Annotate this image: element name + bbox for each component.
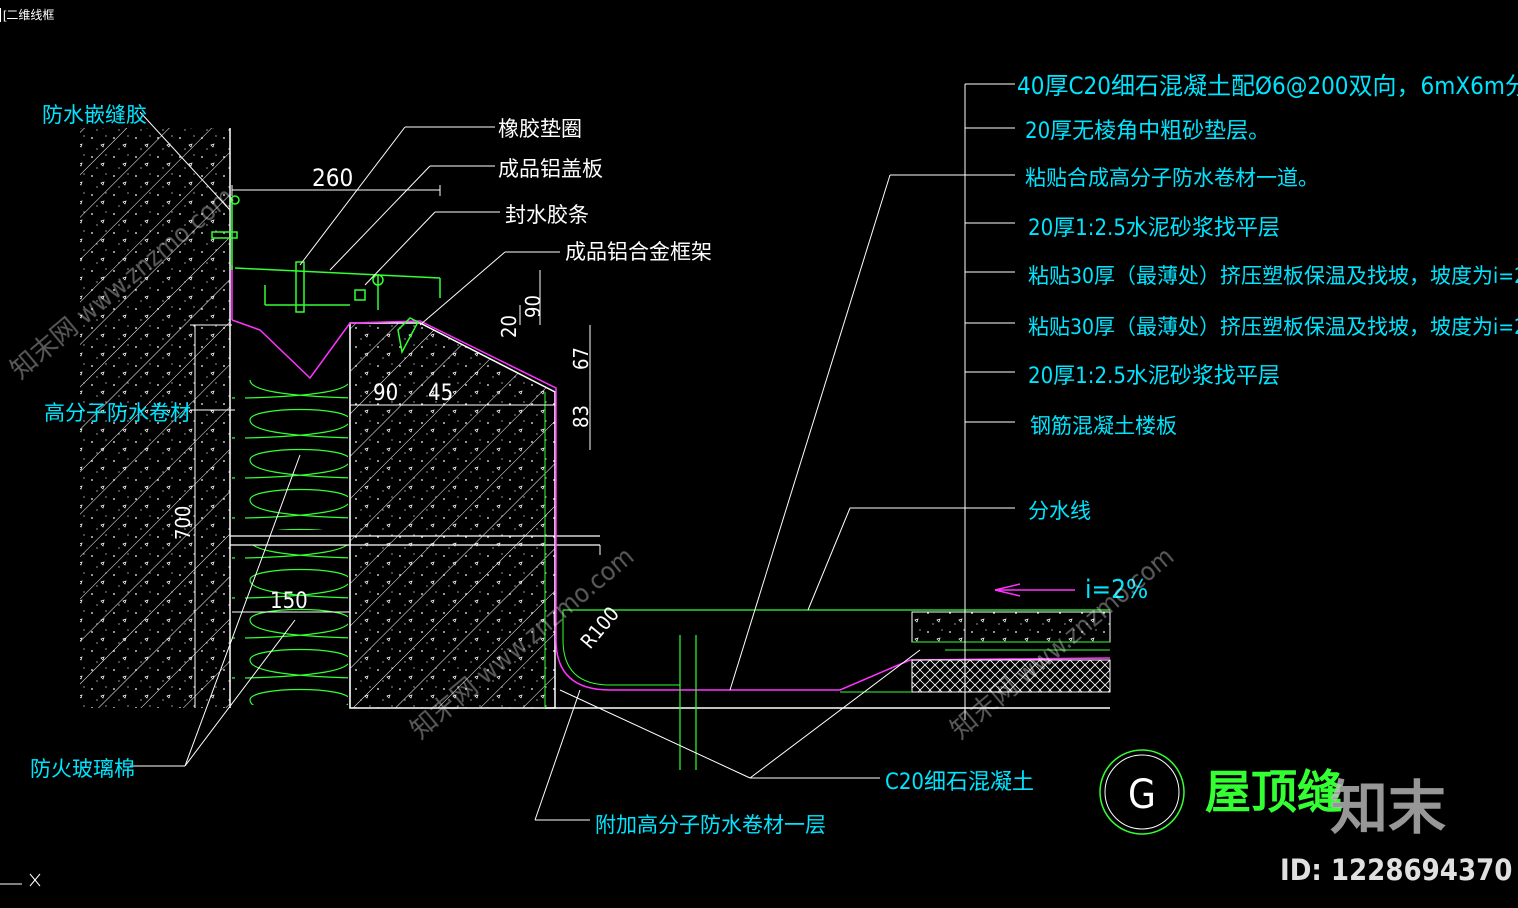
layer-label-6: 粘贴30厚（最薄处）挤压塑板保温及找坡，坡度为i=2%。 (1028, 315, 1518, 339)
slope-arrow (994, 583, 1075, 597)
label-alu-cover: 成品铝盖板 (498, 157, 603, 181)
watermark-id: ID: 1228694370 (1280, 853, 1512, 887)
layer-label-7: 20厚1:2.5水泥砂浆找平层 (1028, 364, 1280, 389)
svg-text:知末网 www.znzmo.com: 知末网 www.znzmo.com (945, 542, 1180, 746)
label-sealant: 防水嵌缝胶 (42, 103, 147, 127)
dim-45: 45 (428, 381, 453, 406)
waterproof-membrane (231, 265, 1111, 691)
layer-label-5: 粘贴30厚（最薄处）挤压塑板保温及找坡，坡度为i=2%。 (1028, 264, 1518, 288)
dimension-lines (190, 185, 591, 708)
ucs-icon (0, 873, 41, 887)
layer-label-3: 粘贴合成高分子防水卷材一道。 (1025, 166, 1319, 190)
layer-label-8: 钢筋混凝土楼板 (1030, 414, 1177, 438)
layer-label-2: 20厚无棱角中粗砂垫层。 (1025, 119, 1270, 144)
layer-label-9: 分水线 (1028, 499, 1091, 523)
label-rubber-gasket: 橡胶垫圈 (498, 117, 582, 141)
label-glass-wool: 防火玻璃棉 (30, 757, 135, 781)
label-c20-concrete: C20细石混凝土 (885, 770, 1034, 795)
slope-label: i=2% (1085, 575, 1148, 605)
dim-150: 150 (270, 589, 308, 614)
layer-label-1: 40厚C20细石混凝土配Ø6@200双向，6mX6m分仓 (1017, 72, 1518, 100)
dim-83: 83 (569, 405, 593, 428)
glass-wool-insulation (230, 323, 600, 708)
drawing-title: 屋顶缝 (1205, 765, 1343, 819)
label-extra-membrane: 附加高分子防水卷材一层 (595, 813, 826, 837)
watermark-brand: 知末 (1330, 774, 1446, 842)
roof-layers (544, 392, 1111, 770)
label-membrane: 高分子防水卷材 (44, 401, 191, 425)
title-symbol-letter: G (1128, 772, 1156, 818)
dim-700: 700 (171, 506, 195, 540)
alu-cover-assembly (211, 195, 441, 355)
layer-label-4: 20厚1:2.5水泥砂浆找平层 (1028, 216, 1280, 241)
dim-260: 260 (312, 164, 353, 192)
dim-90-vertical: 90 (521, 295, 545, 318)
title-symbol (1099, 749, 1185, 835)
dim-90-horizontal: 90 (373, 381, 398, 406)
viewport-label[interactable]: [二维线框 (0, 6, 55, 23)
left-wall (80, 128, 231, 708)
dim-67: 67 (569, 347, 593, 370)
dim-20: 20 (497, 315, 521, 338)
label-alu-frame: 成品铝合金框架 (565, 240, 712, 264)
label-sealing-strip: 封水胶条 (505, 203, 589, 227)
leader-lines (130, 83, 1015, 821)
